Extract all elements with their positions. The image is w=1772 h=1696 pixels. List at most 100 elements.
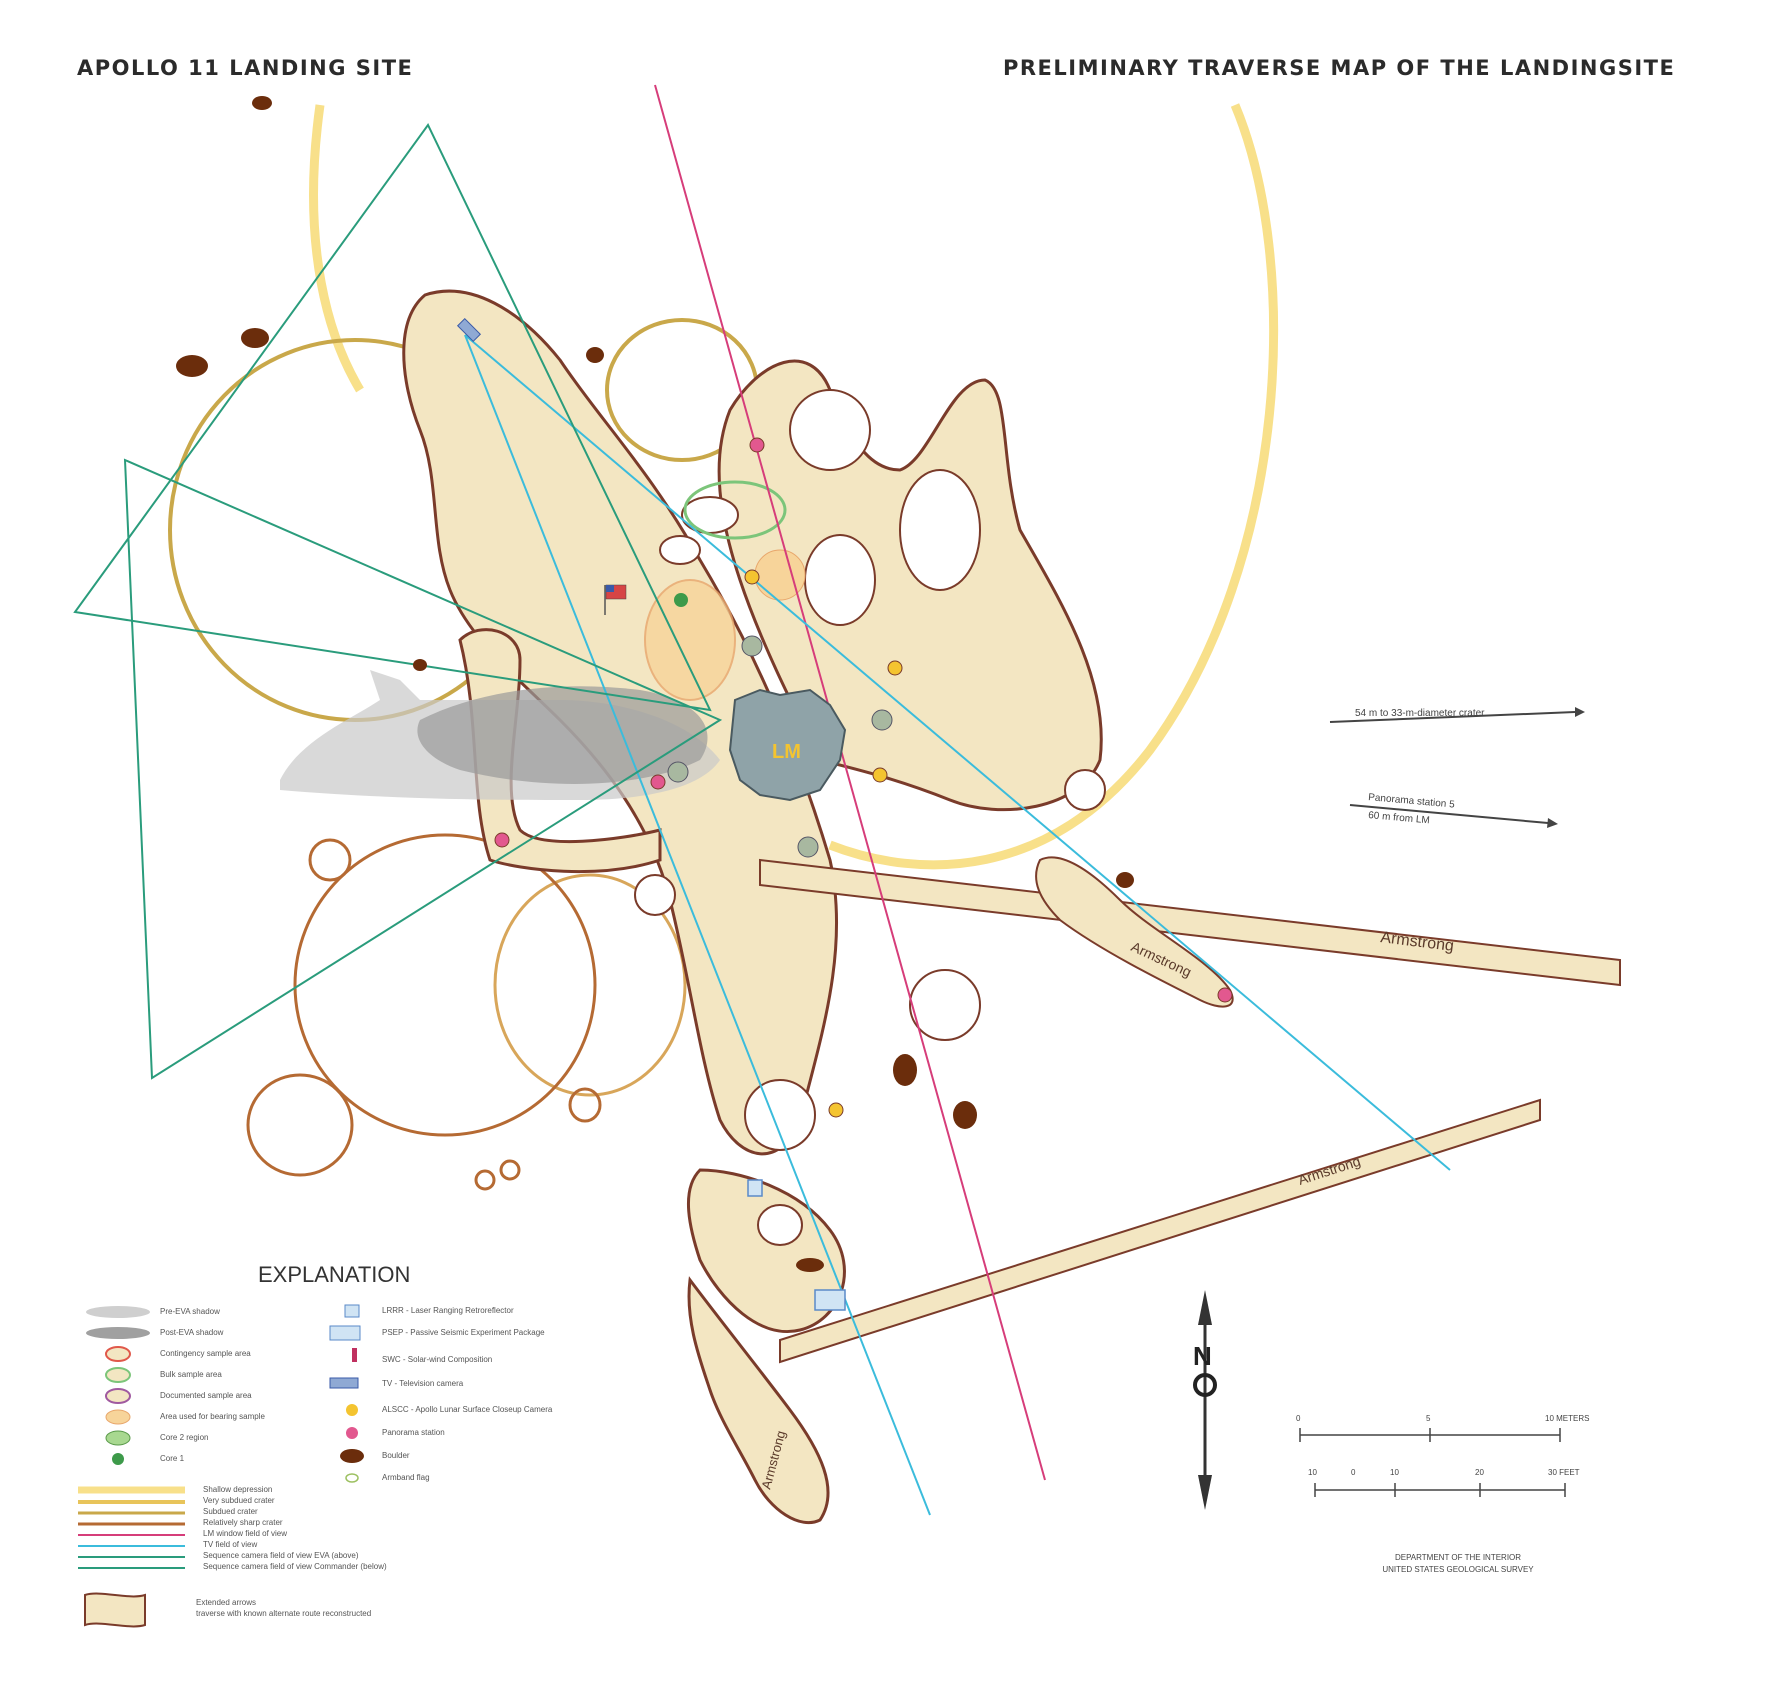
lrrr-icon [747, 1179, 763, 1197]
legend-swatch-documented [105, 1388, 131, 1404]
tv-fov-line-1 [464, 334, 931, 1516]
crater-direction-arrow [1329, 711, 1576, 723]
traverse-band-northeast-loop [1035, 856, 1234, 1008]
legend-item: Contingency sample area [160, 1349, 251, 1358]
crater-arrow-label: 54 m to 33-m-diameter crater [1355, 708, 1485, 719]
legend-swatch-extended-arrows [84, 1592, 146, 1628]
legend-item: Core 2 region [160, 1433, 209, 1442]
publisher-line-1: DEPARTMENT OF THE INTERIOR [1394, 1553, 1522, 1562]
traverse-band-east-armstrong [759, 858, 1621, 987]
legend-swatch-post-eva-shadow [86, 1327, 150, 1339]
publisher-line-2: UNITED STATES GEOLOGICAL SURVEY [1382, 1565, 1534, 1574]
island-7 [634, 874, 676, 916]
us-flag-canton [606, 585, 614, 592]
boulder [586, 347, 604, 363]
legend-swatch-boulder [340, 1449, 364, 1463]
shallow-depression-east [828, 103, 1279, 870]
sharp-crater-small-3 [474, 1169, 496, 1191]
panorama-station [650, 774, 666, 790]
traverse-band-southeast-armstrong [779, 1098, 1541, 1364]
boulder [413, 659, 427, 671]
traverse-area-west-loop [458, 628, 662, 874]
sharp-crater-small-2 [568, 1087, 602, 1123]
island-2 [659, 535, 701, 565]
sequence-camera-fov-2 [123, 458, 723, 1080]
island-8 [909, 969, 981, 1041]
scale-label: 5 [1426, 1414, 1431, 1423]
shallow-depression-west [309, 104, 364, 393]
legend-title: EXPLANATION [258, 1262, 411, 1287]
closeup-camera-station [828, 1102, 844, 1118]
legend-item: Bulk sample area [160, 1370, 222, 1379]
scale-label: 10 METERS [1545, 1414, 1590, 1423]
legend-item: Extended arrows [196, 1598, 257, 1607]
scale-label: 0 [1351, 1468, 1356, 1477]
boulder [796, 1258, 824, 1272]
legend-item: SWC - Solar-wind Composition [382, 1355, 493, 1364]
scale-label: 0 [1296, 1414, 1301, 1423]
lm-label: LM [772, 741, 801, 763]
map-title-left: APOLLO 11 LANDING SITE [77, 56, 414, 80]
lm-footpad [871, 709, 893, 731]
traverse-area-far-south [687, 1276, 830, 1525]
scale-label: 20 [1475, 1468, 1484, 1477]
tv-fov-line-2 [464, 334, 1451, 1171]
station-arrow-head [1547, 818, 1558, 828]
legend-swatch-bulk [105, 1367, 131, 1383]
sharp-crater-small-4 [499, 1159, 521, 1181]
boulder [252, 96, 272, 110]
lm-footpad [667, 761, 689, 783]
legend-item: Sequence camera field of view Commander … [203, 1562, 387, 1571]
lm-footpad [741, 635, 763, 657]
documented-sample-area [644, 579, 736, 701]
scale-label: 30 FEET [1548, 1468, 1580, 1477]
subdued-crater-south [493, 873, 687, 1097]
legend-item: Core 1 [160, 1454, 185, 1463]
legend-item: Panorama station [382, 1428, 445, 1437]
closeup-camera-station [872, 767, 888, 783]
psep-icon [814, 1289, 846, 1311]
island-9 [744, 1079, 816, 1151]
boulder [953, 1101, 977, 1129]
legend-item: Boulder [382, 1451, 410, 1460]
boulder [241, 328, 269, 348]
island-10 [1064, 769, 1106, 811]
legend-item: Armband flag [382, 1473, 430, 1482]
legend-swatch-armband [345, 1473, 359, 1483]
core-1 [674, 593, 688, 607]
island-1 [681, 496, 739, 534]
legend-item: Sequence camera field of view EVA (above… [203, 1551, 359, 1560]
legend-item: PSEP - Passive Seismic Experiment Packag… [382, 1328, 545, 1337]
legend-swatch-tv [329, 1377, 359, 1389]
boulder [1116, 872, 1134, 888]
legend-swatch-closeup [346, 1404, 358, 1416]
legend-item: Documented sample area [160, 1391, 252, 1400]
boulder [893, 1054, 917, 1086]
closeup-camera-station [744, 569, 760, 585]
compass-rose-icon [1193, 1373, 1217, 1397]
sharp-crater-far-southwest [246, 1073, 354, 1177]
legend-item: ALSCC - Apollo Lunar Surface Closeup Cam… [382, 1405, 553, 1414]
bulk-sample-area [683, 480, 787, 540]
legend-swatch-panorama [346, 1427, 358, 1439]
legend-item: Post-EVA shadow [160, 1328, 224, 1337]
station-arrow-label-2: 60 m from LM [1368, 810, 1430, 826]
legend-item: TV - Television camera [382, 1379, 464, 1388]
legend-swatch-contingency [105, 1346, 131, 1362]
panorama-station [494, 832, 510, 848]
island-3 [789, 389, 871, 471]
compass-north-arrow-icon [1198, 1290, 1212, 1325]
compass-north-label: N [1193, 1341, 1212, 1371]
sharp-crater-small-1 [308, 838, 352, 882]
station-direction-arrow [1349, 804, 1549, 824]
panorama-station [1217, 987, 1233, 1003]
legend-item: Shallow depression [203, 1485, 273, 1494]
lunar-module [728, 688, 847, 802]
legend-item: traverse with known alternate route reco… [196, 1609, 372, 1618]
legend-item: LRRR - Laser Ranging Retroreflector [382, 1306, 514, 1315]
legend-swatch-lrrr [344, 1304, 360, 1318]
map-title-right: PRELIMINARY TRAVERSE MAP OF THE LANDINGS… [1003, 56, 1676, 80]
legend-swatch-core2 [105, 1430, 131, 1446]
legend-item: Relatively sharp crater [203, 1518, 283, 1527]
